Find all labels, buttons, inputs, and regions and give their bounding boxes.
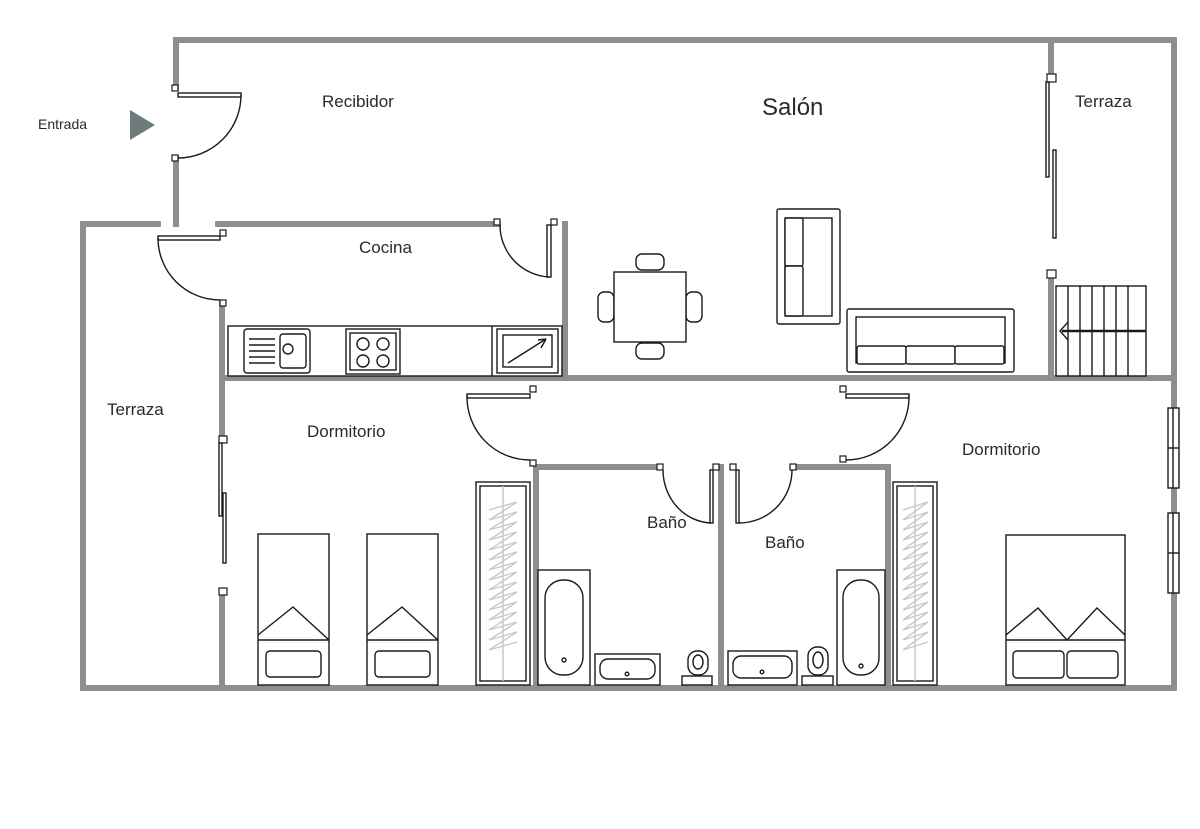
appliance-icon [496, 328, 559, 374]
right-bedroom-window-1 [1167, 407, 1180, 489]
cocina-label: Cocina [359, 238, 412, 257]
salon-label: Salón [762, 94, 824, 121]
kitchen-door[interactable] [493, 218, 558, 278]
dormitorio-left-label: Dormitorio [307, 422, 386, 441]
entry-arrow-icon [130, 110, 155, 140]
stairs [1055, 285, 1147, 377]
left-bathtub [537, 569, 591, 686]
left-bathroom-door[interactable] [656, 463, 720, 524]
entry-door[interactable] [171, 84, 242, 162]
right-bedroom-door[interactable] [839, 385, 910, 463]
armchair-sofa [776, 208, 841, 325]
entrance-label: Entrada [38, 116, 88, 132]
kitchen-terrace-door[interactable] [157, 229, 227, 307]
right-washbasin [727, 650, 798, 686]
terrace-sliding-door-left[interactable] [218, 435, 228, 596]
double-bed [1005, 534, 1126, 686]
recibidor-label: Recibidor [322, 92, 394, 111]
terraza-top-label: Terraza [1075, 92, 1132, 111]
kitchen-counter [227, 325, 563, 377]
walls [80, 37, 1177, 691]
dining-table [597, 253, 703, 360]
right-bathtub [836, 569, 886, 686]
terraza-left-label: Terraza [107, 400, 164, 419]
left-bedroom-door[interactable] [466, 385, 537, 467]
left-wardrobe [475, 481, 531, 686]
left-washbasin [594, 653, 661, 686]
right-bedroom-window-2 [1167, 512, 1180, 594]
right-toilet [801, 646, 834, 686]
sofa [846, 308, 1015, 373]
right-bathroom-door[interactable] [729, 463, 797, 524]
single-bed-1 [257, 533, 330, 686]
terrace-sliding-door-top[interactable] [1045, 73, 1057, 279]
dormitorio-right-label: Dormitorio [962, 440, 1041, 459]
right-wardrobe [892, 481, 938, 686]
sink-icon [243, 328, 311, 374]
cooktop-icon [345, 328, 401, 375]
single-bed-2 [366, 533, 439, 686]
left-toilet [681, 650, 713, 686]
bano-right-label: Baño [765, 533, 805, 552]
bano-left-label: Baño [647, 513, 687, 532]
